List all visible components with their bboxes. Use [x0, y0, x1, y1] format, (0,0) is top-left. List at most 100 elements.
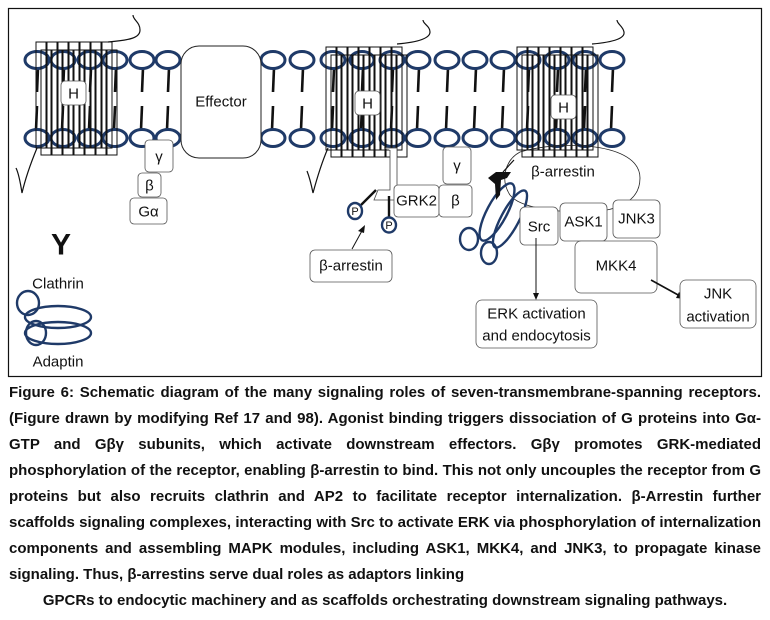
lipid-head	[598, 50, 626, 70]
adaptin-icon	[15, 289, 93, 347]
svg-text:ERK activation: ERK activation	[487, 306, 585, 323]
tm-helix	[106, 49, 118, 156]
lipid-tail	[501, 67, 506, 93]
svg-text:Src: Src	[528, 219, 551, 236]
tm-helix	[576, 54, 588, 158]
lipid-tail	[330, 105, 335, 131]
svg-text:H: H	[362, 96, 373, 113]
lipid-head	[543, 50, 571, 70]
grk-ggamma: γ	[442, 146, 472, 185]
effector-protein: Effector	[180, 45, 262, 159]
receptor-mid-helix-label: H	[354, 90, 381, 116]
grk2-kinase: GRK2	[393, 184, 440, 218]
tm-helix	[587, 54, 599, 158]
beta-arrestin-free: β-arrestin	[309, 249, 393, 283]
lipid-tail	[139, 105, 144, 131]
lipid-head	[404, 50, 432, 70]
erk-activation-outcome: ERK activation and endocytosis	[475, 299, 598, 349]
svg-text:γ: γ	[155, 149, 163, 166]
lipid-tail	[165, 105, 170, 131]
phospho-group-2: P	[380, 216, 398, 234]
svg-text:β: β	[145, 178, 154, 195]
receptor-mid-ic-loop	[373, 147, 398, 201]
lipid-head	[319, 50, 347, 70]
lipid-head	[101, 50, 129, 70]
svg-text:γ: γ	[453, 158, 461, 175]
svg-text:JNK3: JNK3	[618, 211, 655, 228]
lipid-head	[288, 128, 316, 148]
lipid-head	[128, 128, 156, 148]
src-to-erk-arrowhead	[533, 293, 539, 300]
g-protein-alpha: Gα	[129, 197, 168, 225]
lipid-head	[543, 128, 571, 148]
lipid-tail	[113, 67, 118, 93]
lipid-head	[288, 50, 316, 70]
clathrin-adaptin-complex-bound	[458, 159, 529, 266]
g-protein-beta: β	[137, 172, 162, 198]
lipid-tail	[140, 67, 145, 93]
lipid-head	[128, 50, 156, 70]
grk-gbeta: β	[438, 184, 473, 218]
lipid-head	[23, 50, 51, 70]
mkk4-to-jnk-arrow	[650, 279, 681, 297]
receptor-left-n-terminus	[107, 14, 141, 43]
arrestin-recruit-arrow	[351, 228, 364, 250]
lipid-head	[433, 50, 461, 70]
lipid-tail	[270, 105, 275, 131]
lipid-tail	[473, 67, 478, 93]
src-kinase: Src	[519, 206, 559, 246]
lipid-tail	[35, 67, 40, 93]
svg-text:P: P	[385, 220, 392, 232]
svg-text:P: P	[351, 206, 358, 218]
lipid-head	[404, 128, 432, 148]
caption-body: Figure 6: Schematic diagram of the many …	[9, 384, 761, 583]
lipid-head	[23, 128, 51, 148]
svg-text:and endocytosis: and endocytosis	[482, 328, 590, 345]
lipid-head	[571, 128, 599, 148]
receptor-right-n-terminus	[591, 19, 625, 45]
svg-text:H: H	[558, 100, 569, 117]
receptor-arrestin-bound	[516, 46, 599, 158]
lipid-tail	[500, 105, 505, 131]
lipid-tail	[444, 105, 449, 131]
jnk-activation-outcome: JNK activation	[679, 279, 757, 329]
svg-text:activation: activation	[686, 309, 749, 326]
lipid-tail	[582, 105, 587, 131]
lipid-tail	[415, 105, 420, 131]
lipid-head	[433, 128, 461, 148]
svg-text:MKK4: MKK4	[596, 258, 637, 275]
lipid-tail	[166, 67, 171, 93]
tm-helix	[40, 49, 52, 156]
lipid-head	[154, 50, 182, 70]
lipid-tail	[610, 67, 615, 93]
receptor-left-helix-label: H	[60, 80, 87, 106]
lipid-tail	[300, 67, 305, 93]
tm-helix	[341, 54, 353, 158]
gpcr-signaling-diagram: Effector H H H γ β	[7, 7, 763, 378]
effector-label: Effector	[195, 94, 246, 111]
svg-text:ASK1: ASK1	[564, 214, 602, 231]
receptor-right-helix-label: H	[550, 94, 577, 120]
lipid-head	[461, 128, 489, 148]
lipid-tail	[271, 67, 276, 93]
receptor-mid-c-terminus	[306, 147, 329, 194]
phospho-group-1: P	[346, 201, 364, 221]
g-protein-gamma: γ	[144, 139, 174, 173]
lipid-head	[461, 50, 489, 70]
svg-text:JNK: JNK	[704, 286, 732, 303]
lipid-tail	[445, 67, 450, 93]
arrestin-recruit-arrowhead	[358, 225, 365, 233]
lipid-tail	[299, 105, 304, 131]
caption-last-line: GPCRs to endocytic machinery and as scaf…	[42, 592, 728, 609]
lipid-tail	[583, 67, 588, 93]
svg-text:β-arrestin: β-arrestin	[319, 258, 383, 275]
lipid-head	[319, 128, 347, 148]
clathrin-symbol: Y	[51, 229, 71, 262]
lipid-tail	[416, 67, 421, 93]
lipid-tail	[555, 67, 560, 93]
lipid-tail	[112, 105, 117, 131]
ask1-kinase: ASK1	[559, 202, 608, 242]
svg-text:H: H	[68, 86, 79, 103]
lipid-head	[571, 50, 599, 70]
tm-helix	[95, 49, 107, 156]
